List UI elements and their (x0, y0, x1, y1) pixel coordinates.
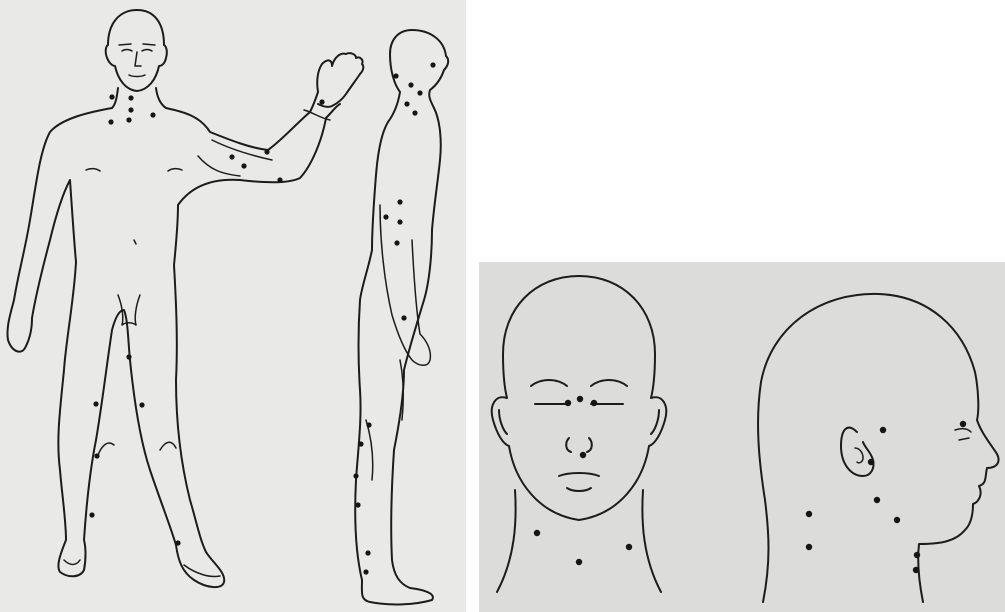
head-panel (479, 262, 1005, 612)
acupoint (128, 95, 133, 100)
acupoint (139, 402, 144, 407)
full-body-panel (0, 0, 466, 612)
acupoint (408, 82, 413, 87)
acupoint (430, 62, 435, 67)
acupoint (894, 517, 900, 523)
acupoint (363, 569, 368, 574)
acupoint (393, 73, 398, 78)
acupoint (591, 400, 597, 406)
acupoint (874, 497, 880, 503)
acupoint (404, 101, 409, 106)
acupoint (93, 401, 98, 406)
acupoint (806, 511, 812, 517)
acupoint (353, 473, 358, 478)
acupoint (580, 452, 586, 458)
acupoint (264, 149, 269, 154)
acupoint (365, 550, 370, 555)
acupoint (358, 441, 363, 446)
acupoint (397, 199, 402, 204)
acupoint (412, 110, 417, 115)
acupoint (126, 354, 131, 359)
acupoint (89, 512, 94, 517)
acupoint (150, 112, 155, 117)
acupoint (576, 559, 582, 565)
acupoint (366, 422, 371, 427)
acupoint (126, 117, 131, 122)
acupoint (417, 90, 422, 95)
acupoint (94, 453, 99, 458)
acupoint (806, 544, 812, 550)
acupoint (229, 154, 234, 159)
acupoint (241, 163, 246, 168)
acupoint (394, 240, 399, 245)
acupoint (383, 214, 388, 219)
acupoint (880, 427, 886, 433)
acupoint (626, 544, 632, 550)
acupoint (401, 315, 406, 320)
acupoint (355, 502, 360, 507)
acupoint (277, 177, 282, 182)
acupoint (577, 396, 583, 402)
acupoint (109, 94, 114, 99)
acupoint (397, 219, 402, 224)
acupoint (128, 107, 133, 112)
acupoint (960, 421, 966, 427)
acupoint (108, 119, 113, 124)
acupoint (534, 530, 540, 536)
acupoint (914, 552, 920, 558)
panel-background (479, 262, 1005, 612)
acupoint (868, 459, 874, 465)
head-diagram (479, 262, 1005, 612)
panel-background (0, 0, 466, 612)
acupoint (565, 400, 571, 406)
acupoint (913, 567, 919, 573)
acupoint (319, 99, 324, 104)
acupoint (175, 540, 180, 545)
full-body-diagram (0, 0, 466, 612)
